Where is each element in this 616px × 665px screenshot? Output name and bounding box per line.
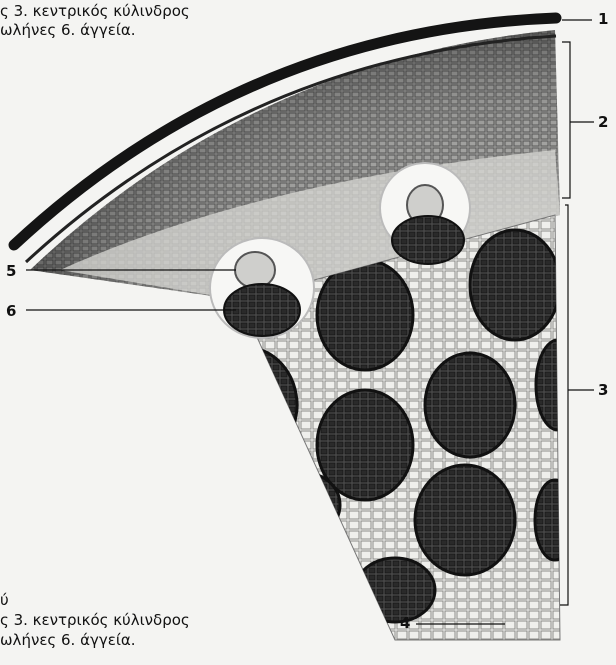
label-2-cortex: 2 [598,113,608,131]
bundle [425,353,515,457]
bundle [317,260,413,370]
label-4: 4 [400,614,410,632]
bracket-3 [560,205,568,605]
xylem-bundle [392,216,464,264]
bracket-2 [562,42,570,198]
caption-bottom-line2: ωλήνες 6. άγγεία. [0,631,136,649]
label-3-central-cylinder: 3 [598,381,608,399]
bundle [536,340,580,430]
caption-top-line2: ωλήνες 6. άγγεία. [0,21,136,39]
bundle [535,480,575,560]
phloem-ring [235,252,275,288]
bundle [415,465,515,575]
bundle [355,558,435,622]
caption-top-line1: ς 3. κεντρικός κύλινδρος [0,2,190,20]
caption-bottom-line0: ύ [0,591,9,609]
bundle [470,230,560,340]
label-1-epidermis: 1 [598,10,608,28]
label-5-sieve-tubes: 5 [6,262,16,280]
label-6-vessels: 6 [6,302,16,320]
bundle [193,347,297,463]
caption-bottom-line1: ς 3. κεντρικός κύλινδρος [0,611,190,629]
bundle [270,473,340,537]
